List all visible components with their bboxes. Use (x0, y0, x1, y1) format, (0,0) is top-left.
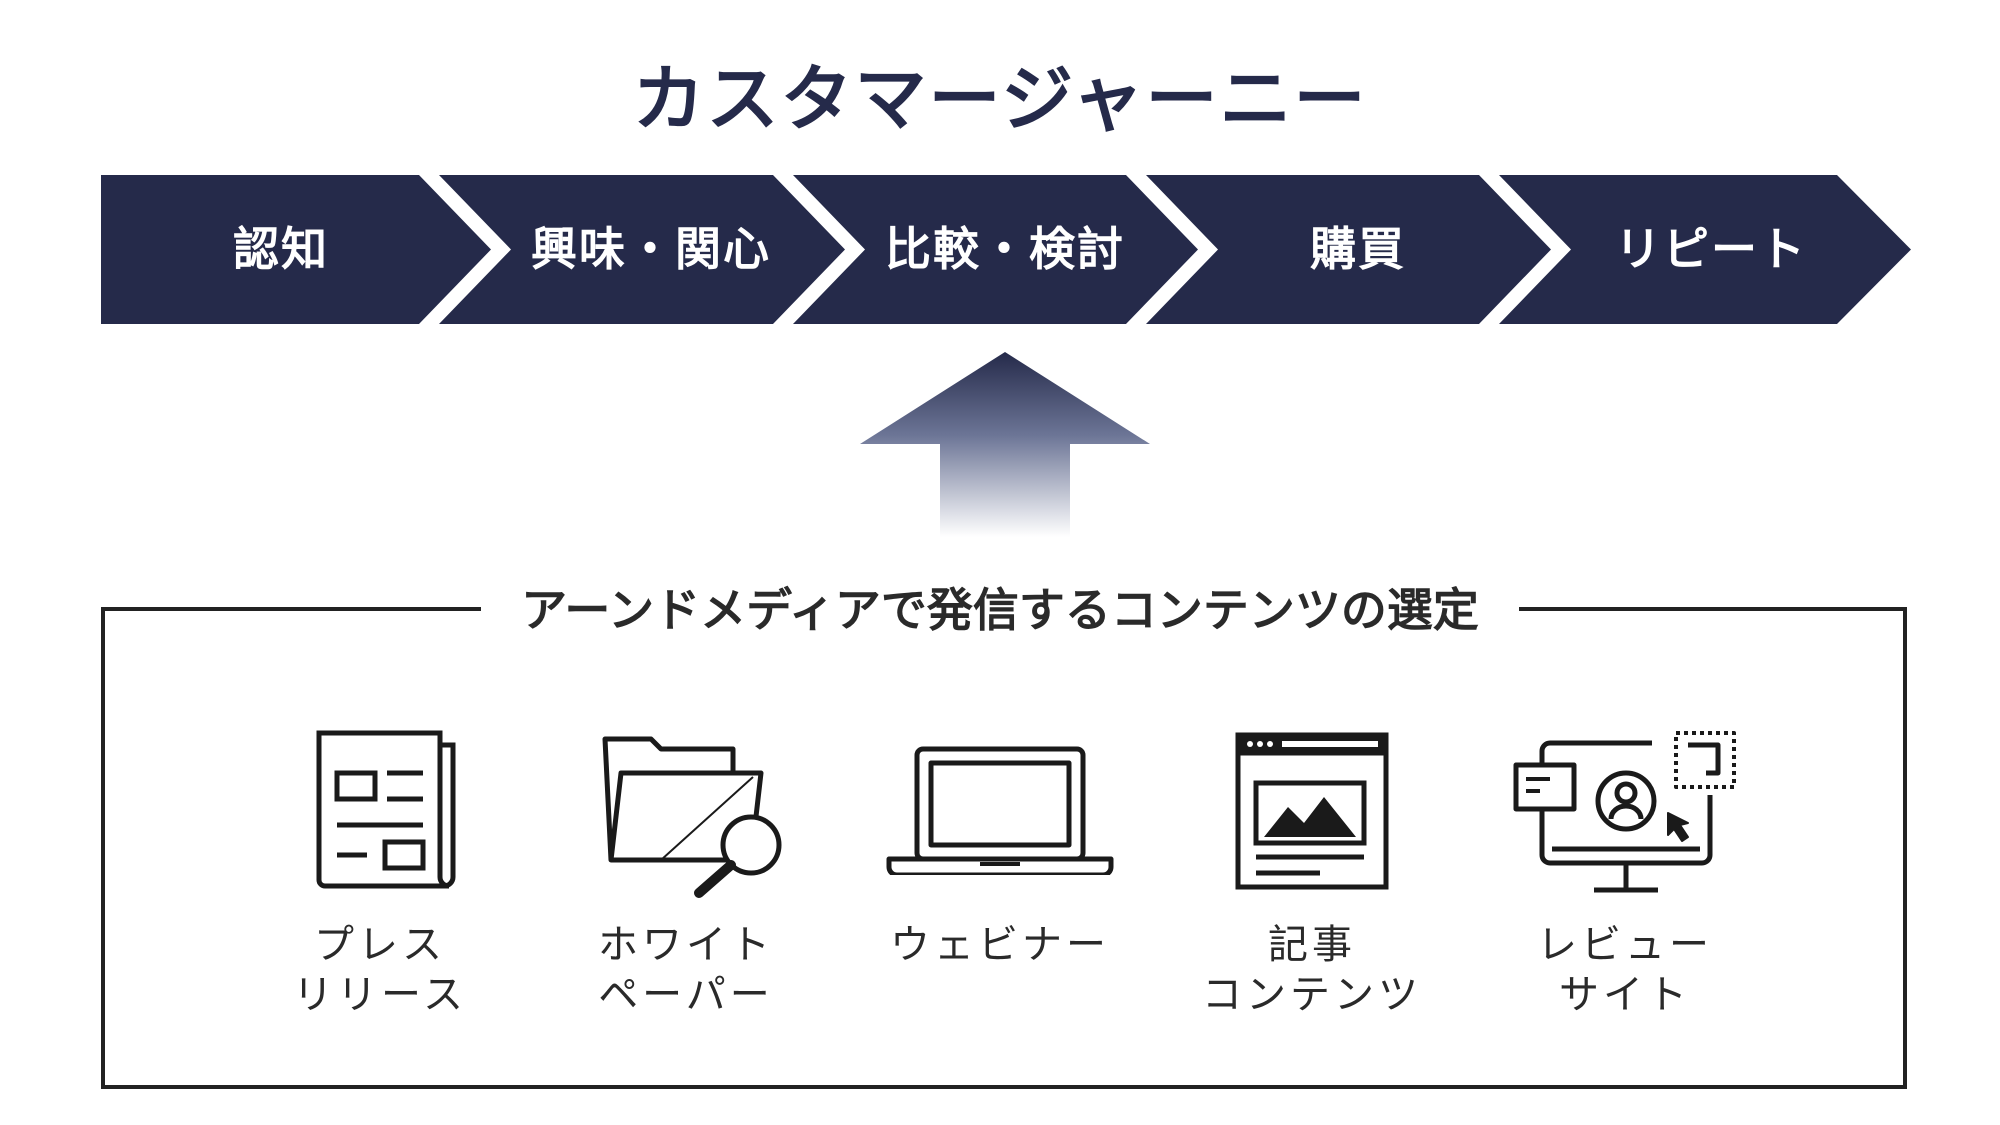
item-label-line1: レビュー (1537, 922, 1713, 968)
item-label-line2: コンテンツ (1202, 972, 1422, 1018)
stage-comparison: 比較・検討 (885, 222, 1125, 276)
laptop-icon (886, 746, 1114, 875)
page-title: カスタマージャーニー (632, 57, 1368, 141)
item-label-line2: サイト (1559, 972, 1691, 1018)
panel-title: アーンドメディアで発信するコンテンツの選定 (0, 574, 2000, 640)
item-label: ホワイト ペーパー (566, 920, 806, 1020)
item-label: レビュー サイト (1505, 920, 1745, 1020)
item-label-line1: ホワイト (598, 922, 774, 968)
item-label: ウェビナー (880, 920, 1120, 970)
stage-chevron-4 (1146, 175, 1551, 324)
stage-chevron-1 (101, 175, 491, 324)
stage-chevron-5 (1499, 175, 1911, 324)
stage-chevron-3 (793, 175, 1198, 324)
item-label-line1: 記事 (1268, 922, 1356, 968)
item-label-line2: ペーパー (598, 972, 774, 1018)
folder-search-icon (602, 736, 782, 898)
item-label: 記事 コンテンツ (1192, 920, 1432, 1020)
stage-interest: 興味・関心 (531, 222, 771, 276)
item-label-line1: プレス (314, 922, 446, 968)
newspaper-icon (316, 730, 456, 889)
stage-repeat: リピート (1615, 222, 1807, 276)
review-site-icon (1513, 731, 1736, 893)
stage-awareness: 認知 (233, 222, 329, 276)
stage-chevron-2 (439, 175, 845, 324)
up-arrow-icon (860, 352, 1150, 537)
item-label-line2: リリース (293, 972, 467, 1018)
web-article-icon (1235, 732, 1389, 890)
item-label: プレス リリース (260, 920, 500, 1020)
panel-title-text: アーンドメディアで発信するコンテンツの選定 (481, 583, 1519, 637)
journey-flow: 認知 興味・関心 比較・検討 購買 リピート (101, 175, 1911, 324)
journey-chevrons (101, 175, 1911, 324)
item-label-line1: ウェビナー (890, 922, 1110, 968)
stage-purchase: 購買 (1310, 222, 1406, 276)
